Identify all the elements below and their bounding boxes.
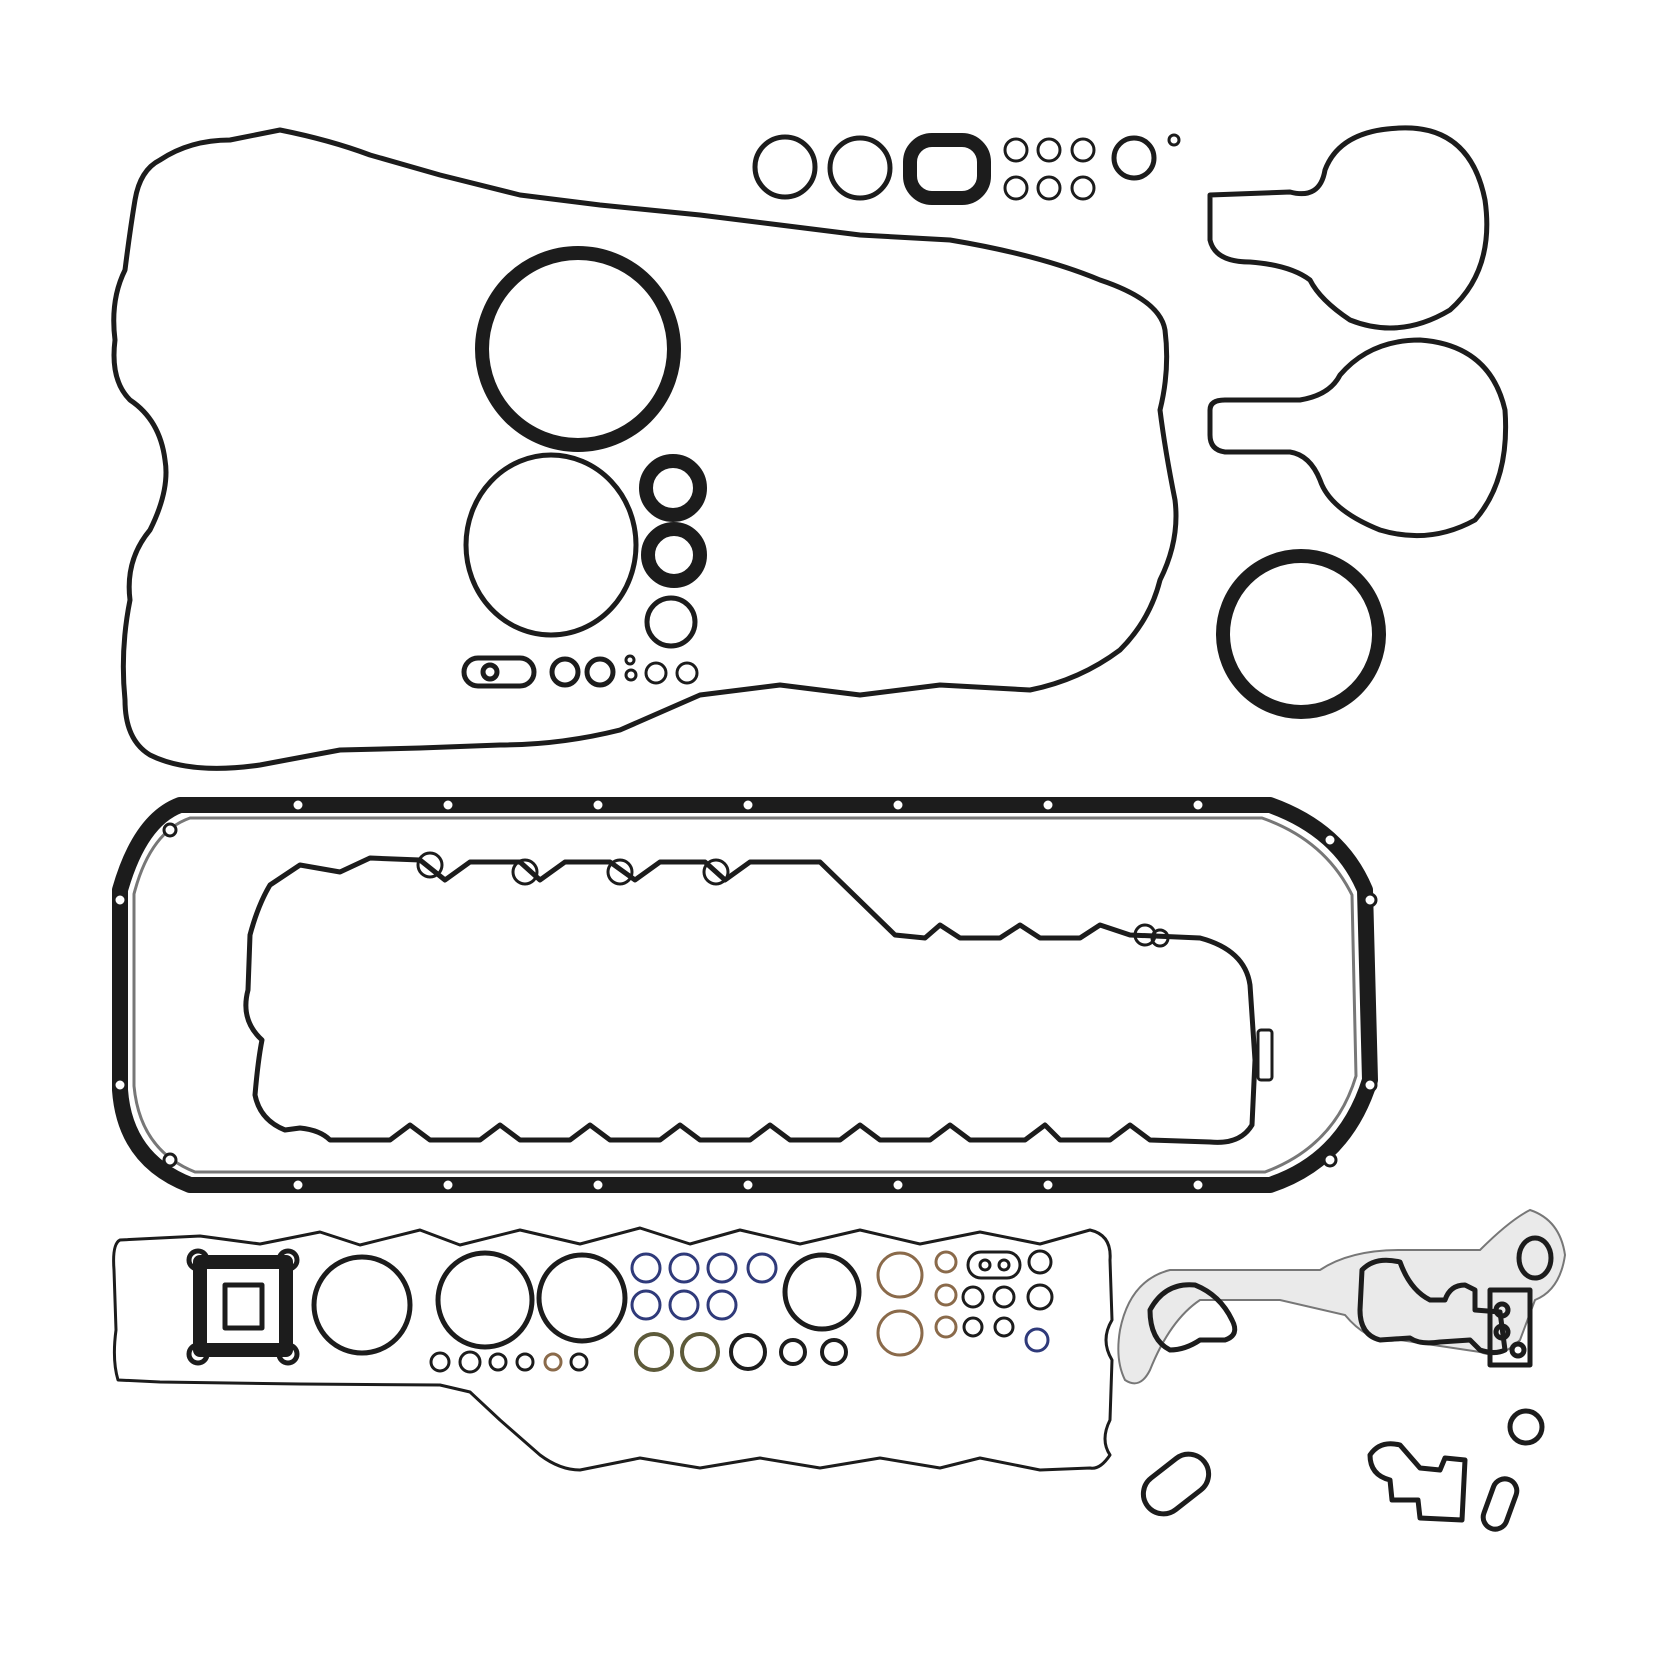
seal-ring-2 <box>641 522 707 588</box>
olive-o-ring-row <box>634 1332 848 1372</box>
pan-gasket-bumps <box>416 851 1274 1082</box>
blue-o-ring-grid <box>630 1252 778 1321</box>
valve-cover-gasket <box>111 127 1179 771</box>
o-ring-large-b <box>435 1250 535 1350</box>
egr-cooler-gasket <box>1147 1282 1238 1353</box>
oil-pan-bolt-holes <box>112 797 1378 1193</box>
egr-tube-gasket <box>1117 1208 1567 1385</box>
o-ring-large-d <box>782 1252 862 1332</box>
port-gasket-right <box>1487 1235 1554 1368</box>
timing-cover-gasket <box>112 1226 1114 1472</box>
seal-ring-3 <box>644 595 698 649</box>
small-seal-ring-right <box>1507 1408 1545 1446</box>
oval-port-gasket <box>1140 1451 1212 1517</box>
large-o-ring <box>463 452 639 638</box>
mixed-o-ring-cluster <box>961 1249 1054 1353</box>
rectangular-seal <box>903 133 991 205</box>
lower-crankcase-gasket <box>243 855 1258 1145</box>
rear-crank-seal <box>475 246 681 452</box>
o-ring-large-a <box>311 1254 413 1356</box>
brown-o-ring-cluster <box>876 1250 958 1357</box>
slim-oval-gasket <box>1480 1476 1520 1532</box>
keyhole-gasket-upper <box>1207 125 1490 331</box>
small-o-rings-bottom <box>429 1350 589 1374</box>
o-ring-large-c <box>536 1252 628 1344</box>
oil-pan-gasket-inner-line <box>132 816 1358 1174</box>
square-flange-gasket <box>186 1248 300 1366</box>
seal-ring-1 <box>639 454 707 522</box>
small-o-ring-row <box>461 654 699 689</box>
l-shaped-gasket <box>1367 1441 1468 1523</box>
top-o-ring-cluster <box>752 133 1181 205</box>
oil-pan-gasket-outer <box>112 797 1378 1193</box>
bracket-gasket <box>1357 1257 1508 1355</box>
front-crank-seal <box>1216 549 1386 719</box>
keyhole-gasket-lower <box>1207 337 1509 539</box>
flange-gasket-small <box>461 655 537 689</box>
